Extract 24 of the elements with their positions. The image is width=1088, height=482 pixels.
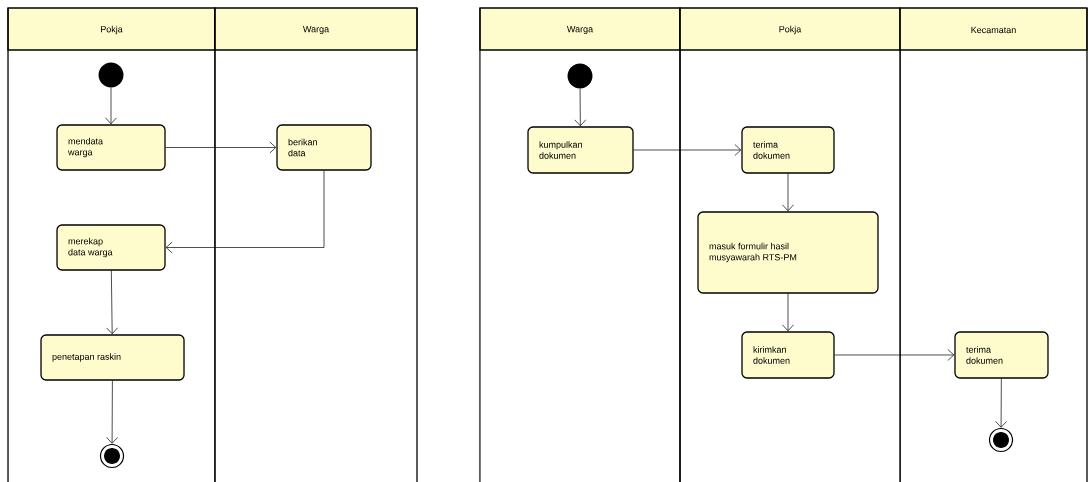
arrow: [574, 88, 587, 127]
activity-box: kirimkan dokumen: [741, 331, 835, 379]
arrow: [165, 141, 277, 154]
end-node: [99, 443, 125, 469]
activity-box: berikan data: [276, 124, 372, 171]
arrow: [106, 270, 118, 335]
activity-box: kumpulkan dokumen: [527, 126, 634, 174]
activity-box: merekap data warga: [56, 224, 166, 271]
activity-box: penetapan raskin: [40, 334, 185, 381]
arrow: [782, 173, 794, 212]
arrow: [106, 380, 118, 444]
activity-box: mendata warga: [56, 124, 166, 171]
arrow: [165, 170, 325, 254]
arrow: [633, 144, 742, 156]
start-node: [98, 62, 124, 88]
arrow: [995, 378, 1007, 428]
activity-box: terima dokumen: [741, 126, 835, 174]
activity-box: masuk formulir hasil musyawarah RTS-PM: [697, 211, 879, 294]
arrow: [834, 349, 955, 361]
arrow: [105, 87, 117, 125]
end-node: [988, 427, 1014, 453]
arrow: [782, 293, 794, 332]
start-node: [567, 63, 593, 89]
activity-box: terima dokumen: [954, 331, 1049, 379]
